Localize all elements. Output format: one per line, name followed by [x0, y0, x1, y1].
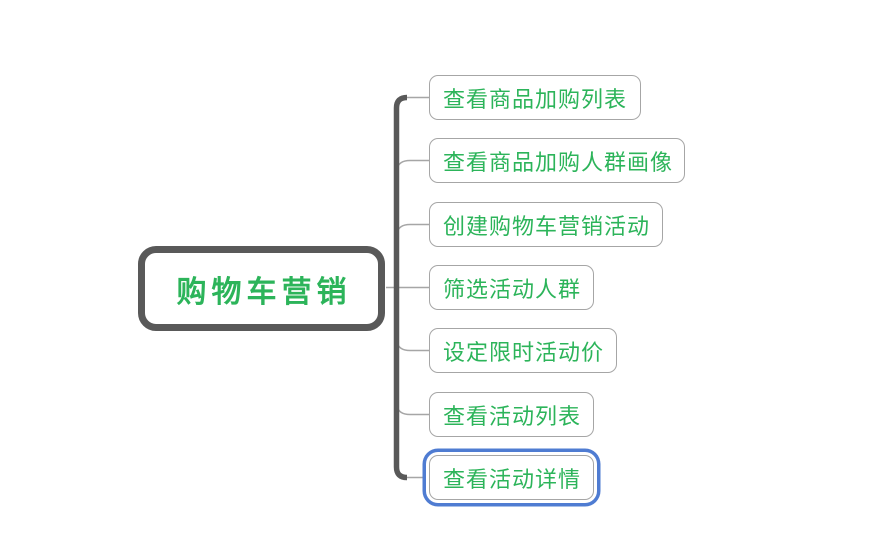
child-node-label: 查看活动详情 [443, 466, 582, 492]
node-view-campaign-detail[interactable]: 查看活动详情 [429, 455, 594, 500]
spine-line [393, 94, 408, 481]
child-node-label: 创建购物车营销活动 [443, 213, 651, 239]
node-view-campaign-list[interactable]: 查看活动列表 [429, 392, 594, 437]
branch-line-2 [396, 159, 430, 170]
child-node-label: 查看活动列表 [443, 403, 582, 429]
branch-line-6 [396, 405, 430, 416]
branch-line-3 [396, 223, 430, 234]
child-node-label: 查看商品加购列表 [443, 86, 628, 112]
branch-line-5 [396, 341, 430, 352]
child-node-label: 设定限时活动价 [443, 339, 605, 365]
node-view-add-to-cart-audience[interactable]: 查看商品加购人群画像 [429, 138, 685, 183]
node-set-flash-price[interactable]: 设定限时活动价 [429, 328, 617, 373]
root-node-label: 购物车营销 [176, 275, 352, 309]
node-view-add-to-cart-list[interactable]: 查看商品加购列表 [429, 75, 641, 120]
node-create-cart-campaign[interactable]: 创建购物车营销活动 [429, 202, 663, 247]
node-cart-marketing-root[interactable]: 购物车营销 [138, 246, 385, 331]
child-node-label: 查看商品加购人群画像 [443, 149, 674, 175]
child-node-label: 筛选活动人群 [443, 276, 582, 302]
node-filter-campaign-audience[interactable]: 筛选活动人群 [429, 265, 594, 310]
